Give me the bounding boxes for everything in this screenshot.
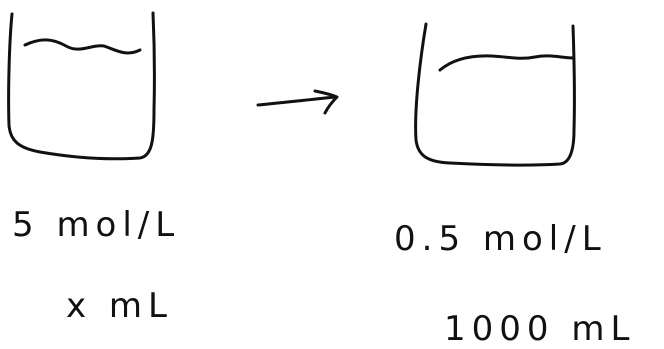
arrow-shaft (256, 95, 338, 107)
left-volume-label: x mL (66, 286, 173, 326)
right-arrow-icon (256, 89, 339, 115)
right-volume-label: 1000 mL (444, 309, 635, 349)
right-beaker-liquid-surface (438, 54, 575, 72)
arrow-head (313, 89, 339, 115)
right-beaker (414, 22, 576, 167)
right-beaker-outline (414, 22, 576, 167)
left-beaker-liquid-surface (23, 38, 142, 55)
right-concentration-label: 0.5 mol/L (394, 219, 607, 259)
left-beaker (7, 11, 156, 161)
left-concentration-label: 5 mol/L (12, 205, 180, 245)
left-beaker-outline (7, 11, 156, 161)
